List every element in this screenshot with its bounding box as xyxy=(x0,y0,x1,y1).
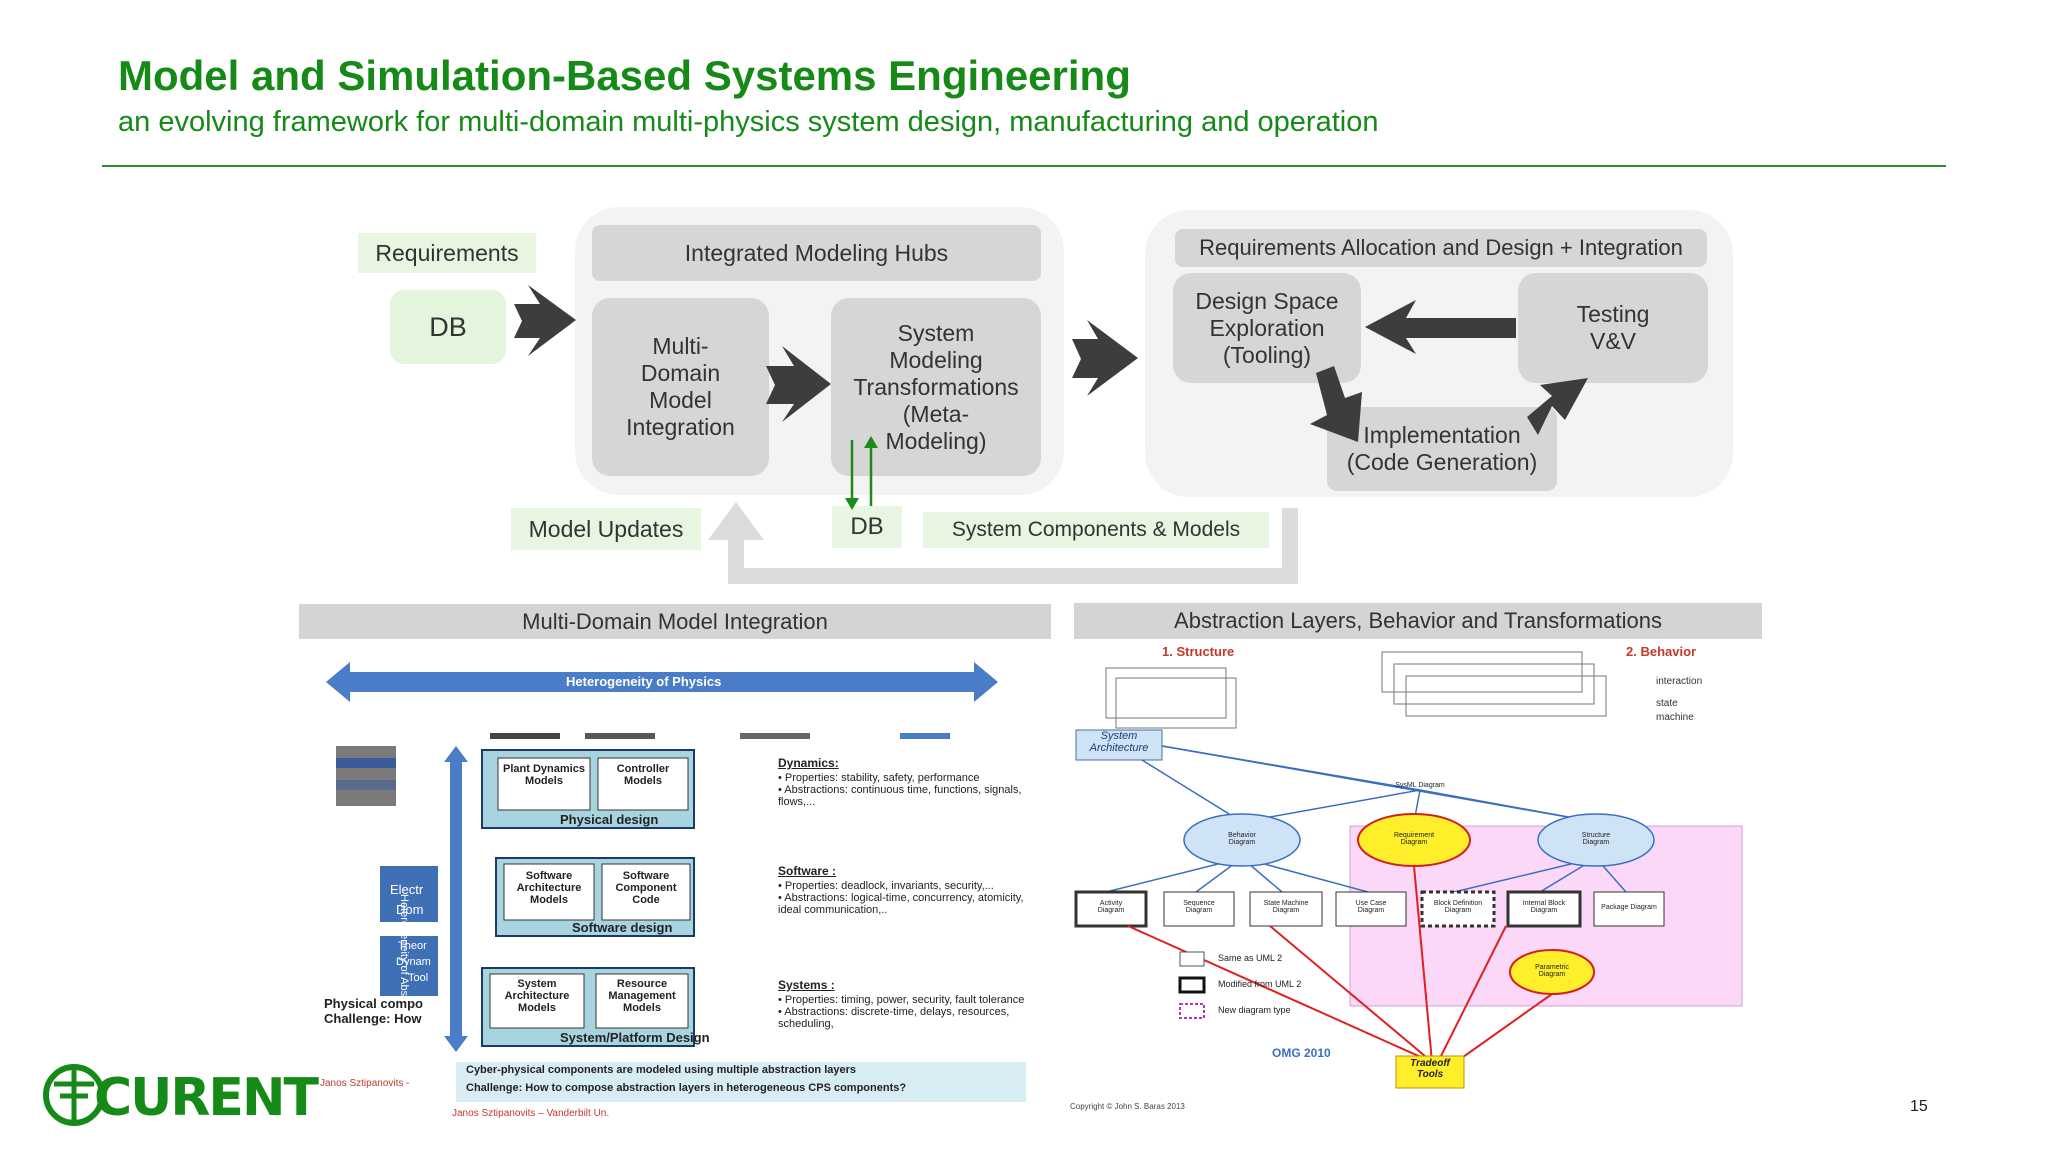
title-divider xyxy=(102,165,1946,167)
footer-line2: Challenge: How to compose abstraction la… xyxy=(466,1082,907,1094)
layer2-desc-title: Software : xyxy=(778,864,837,878)
bottom-node-2: State Machine Diagram xyxy=(1263,900,1309,914)
sysml-diagram-node: SysML Diagram xyxy=(1395,782,1445,789)
behavior-note-1: state xyxy=(1656,698,1678,709)
layer1-desc: • Properties: stability, safety, perform… xyxy=(778,772,1022,808)
layer3-left: System Architecture Models xyxy=(504,978,570,1014)
physical-challenge-text: Physical compo Challenge: How xyxy=(324,996,423,1026)
layer1-caption: Physical design xyxy=(560,812,659,827)
bottom-node-1: Sequence Diagram xyxy=(1183,900,1215,914)
bottom-node-5: Internal Block Diagram xyxy=(1522,900,1566,914)
layer2-desc: • Properties: deadlock, invariants, secu… xyxy=(778,880,1024,916)
arrow-dse-to-impl xyxy=(1310,366,1362,442)
lower-left-figure: Heterogeneity of Physics Heterogeneity o… xyxy=(320,650,1040,1130)
arrow-testing-to-dse xyxy=(1365,300,1516,354)
footer-line1: Cyber-physical components are modeled us… xyxy=(466,1064,856,1076)
side-label-1: Dom xyxy=(396,902,424,917)
omg-label: OMG 2010 xyxy=(1272,1046,1331,1060)
lower-right-header: Abstraction Layers, Behavior and Transfo… xyxy=(1074,603,1762,639)
behavior-note-2: machine xyxy=(1656,712,1694,723)
slide-subtitle: an evolving framework for multi-domain m… xyxy=(118,106,1379,138)
lower-right-graphics xyxy=(1074,651,1743,1089)
arrows-layer xyxy=(514,285,1588,510)
side-label-2: Theor xyxy=(398,940,427,952)
layer3-desc: • Properties: timing, power, security, f… xyxy=(778,994,1025,1030)
behavior-label: 2. Behavior xyxy=(1626,644,1697,659)
bottom-node-0: Activity Diagram xyxy=(1097,900,1125,914)
page-number: 15 xyxy=(1910,1098,1928,1115)
structure-label: 1. Structure xyxy=(1162,644,1235,659)
tradeoff-tools-node: Tradeoff Tools xyxy=(1410,1058,1450,1080)
layer1-desc-title: Dynamics: xyxy=(778,756,839,770)
side-label-3: Dynam xyxy=(396,956,431,968)
mid-node-2: Structure Diagram xyxy=(1581,832,1611,846)
lower-left-header: Multi-Domain Model Integration xyxy=(299,604,1051,639)
curent-logo-text: CURENT xyxy=(94,1068,319,1128)
curent-logo: CURENT xyxy=(40,1060,340,1130)
arrow-req-to-hubs xyxy=(514,285,576,356)
side-label-0: Electr xyxy=(390,882,424,897)
slide-title: Model and Simulation-Based Systems Engin… xyxy=(118,52,1131,99)
parametric-node: Parametric Diagram xyxy=(1535,964,1569,978)
bottom-node-6: Package Diagram xyxy=(1601,904,1657,911)
mdmi-box: Multi- Domain Model Integration xyxy=(592,298,769,476)
layer2-left: Software Architecture Models xyxy=(516,870,582,906)
right-header: Requirements Allocation and Design + Int… xyxy=(1175,229,1707,267)
layer3-desc-title: Systems : xyxy=(778,978,835,992)
layer2-caption: Software design xyxy=(572,920,673,935)
legend-item-0: Same as UML 2 xyxy=(1218,953,1283,963)
layer1-left: Plant Dynamics Models xyxy=(503,763,585,787)
mid-node-1: Requirement Diagram xyxy=(1393,832,1435,846)
layer3-caption: System/Platform Design xyxy=(560,1030,710,1045)
side-label-4: Tool xyxy=(408,972,429,984)
bottom-node-3: Use Case Diagram xyxy=(1355,900,1387,914)
implementation-box: Implementation (Code Generation) xyxy=(1327,407,1557,491)
hubs-header: Integrated Modeling Hubs xyxy=(592,225,1041,281)
layer2-right: Software Component Code xyxy=(615,870,677,906)
arrow-mdmi-to-smt xyxy=(766,346,831,422)
lower-left-graphics xyxy=(326,662,1026,1102)
requirements-label: Requirements xyxy=(358,233,536,273)
behavior-note-0: interaction xyxy=(1656,676,1703,687)
layer3-right: Resource Management Models xyxy=(608,978,676,1014)
db-left: DB xyxy=(390,290,506,364)
bottom-node-4: Block Definition Diagram xyxy=(1433,900,1483,914)
feedback-arrow xyxy=(708,502,1298,584)
legend-item-1: Modified from UML 2 xyxy=(1218,979,1302,989)
system-components-label: System Components & Models xyxy=(923,512,1269,548)
curent-logo-mark xyxy=(43,1064,105,1126)
testing-box: Testing V&V xyxy=(1518,273,1708,383)
model-updates-label: Model Updates xyxy=(511,508,701,550)
db-center: DB xyxy=(832,506,902,548)
dse-box: Design Space Exploration (Tooling) xyxy=(1173,273,1361,383)
arrow-hubs-to-right xyxy=(1072,320,1138,396)
arrow-impl-to-testing xyxy=(1527,378,1588,435)
copyright-text: Copyright © John S. Baras 2013 xyxy=(1070,1102,1185,1111)
lower-right-figure: 1. Structure 2. Behavior interaction sta… xyxy=(1066,642,1746,1120)
layer1-right: Controller Models xyxy=(616,763,670,787)
heterogeneity-physics-label: Heterogeneity of Physics xyxy=(566,674,722,689)
legend-item-2: New diagram type xyxy=(1218,1005,1291,1015)
mid-node-0: Behavior Diagram xyxy=(1228,832,1256,846)
author-line1: Janos Sztipanovits - xyxy=(320,1078,410,1089)
author-line2: Janos Sztipanovits – Vanderbilt Un. xyxy=(452,1108,610,1119)
system-architecture-node: System Architecture xyxy=(1089,730,1149,754)
